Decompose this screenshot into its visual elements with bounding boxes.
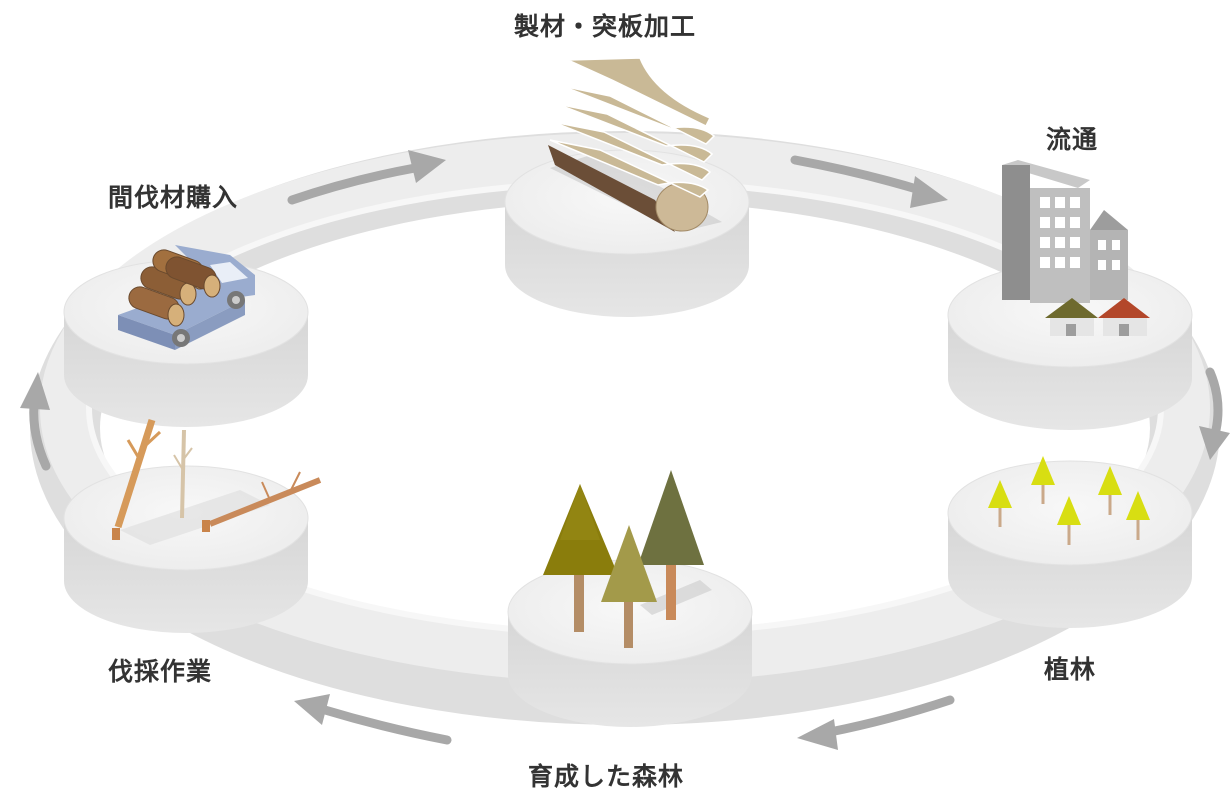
- label-distribution: 流通: [1046, 125, 1099, 154]
- arrow-icon: [797, 695, 955, 750]
- log-truck-icon: [118, 245, 255, 350]
- label-logging: 伐採作業: [108, 657, 213, 686]
- platform-planting: [947, 460, 1193, 628]
- young-trees-icon: [988, 456, 1150, 545]
- label-grown-forest: 育成した森林: [528, 762, 685, 791]
- city-buildings-icon: [1002, 160, 1150, 336]
- arrow-icon: [790, 155, 948, 208]
- arrow-icon: [20, 372, 51, 471]
- flow-arrows: [20, 150, 1230, 750]
- label-planting: 植林: [1044, 655, 1097, 684]
- platform-logging: [63, 465, 309, 633]
- label-sawmill-veneer: 製材・突板加工: [514, 12, 697, 41]
- arrow-icon: [287, 150, 446, 205]
- arrow-icon: [1199, 367, 1230, 460]
- mature-forest-icon: [543, 470, 712, 648]
- arrow-icon: [294, 694, 452, 745]
- felled-trees-icon: [112, 418, 322, 545]
- label-thinning-purchase: 間伐材購入: [108, 183, 239, 212]
- veneer-stack-icon: [548, 57, 722, 232]
